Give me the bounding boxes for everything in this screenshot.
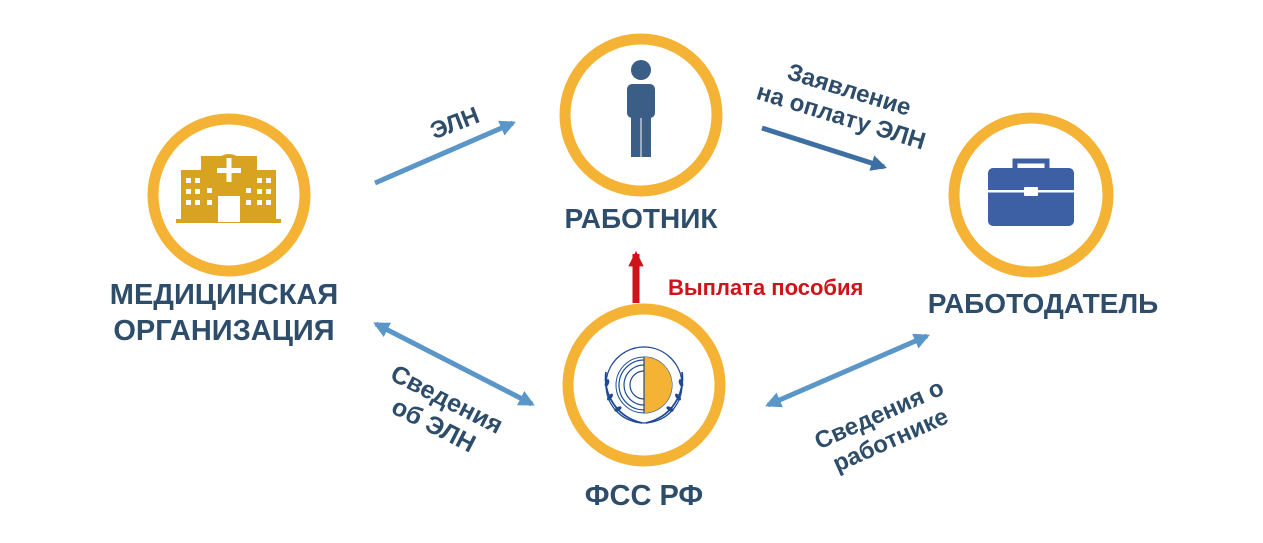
employer-label: РАБОТОДАТЕЛЬ: [927, 288, 1159, 319]
arrow-medical-to-worker: [374, 120, 516, 186]
briefcase-icon: [988, 158, 1074, 226]
arrow-fss-employer: [765, 333, 930, 408]
fss-label: ФСС РФ: [584, 480, 704, 512]
person-icon: [627, 60, 655, 157]
medical-label-line2: ОРГАНИЗАЦИЯ: [113, 315, 335, 348]
medical-organization-label: МЕДИЦИНСКАЯ ОРГАНИЗАЦИЯ: [84, 277, 364, 350]
arrow-medical-fss: [373, 321, 535, 407]
worker-label: РАБОТНИК: [564, 203, 718, 234]
medical-label-line1: МЕДИЦИНСКАЯ: [109, 279, 339, 311]
arrow-worker-to-employer: [761, 125, 888, 171]
payment-arrow-label: Выплата пособия: [668, 275, 864, 300]
hospital-icon: [176, 154, 281, 223]
fss-emblem-icon: [604, 346, 684, 424]
